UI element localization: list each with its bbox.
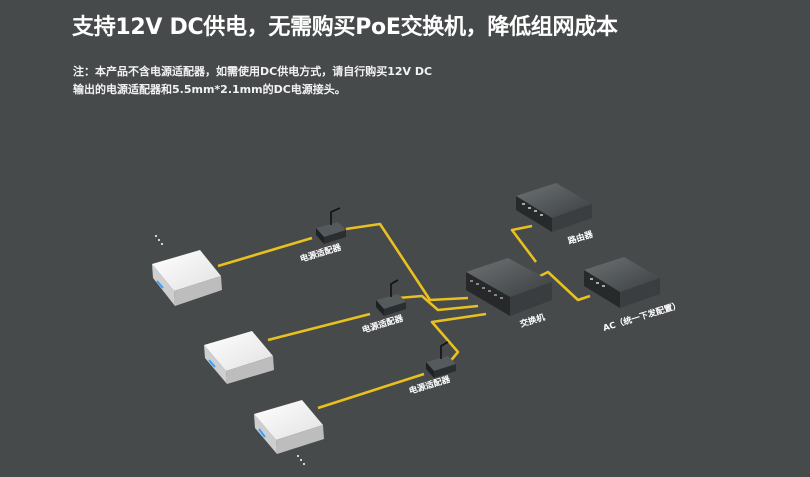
label-switch: 交换机 [519, 312, 547, 330]
ap-indicator-light [208, 359, 216, 368]
power-adapter-3 [426, 341, 456, 378]
label-ac: AC（统一下发配置） [602, 300, 683, 334]
access-point-3 [254, 400, 324, 465]
cable-switch-ac [539, 270, 591, 302]
power-adapter-2 [376, 279, 406, 316]
label-adapter-2: 电源适配器 [361, 313, 405, 336]
cables [217, 222, 591, 410]
switch-device [466, 258, 552, 316]
cable-switch-router [510, 224, 538, 263]
label-router: 路由器 [567, 229, 595, 247]
ac-controller-device [584, 257, 660, 308]
power-adapter-1 [316, 207, 346, 244]
cable-ap1-adapter1 [217, 236, 313, 268]
ap-indicator-light [156, 280, 164, 289]
note-line-2: 输出的电源适配器和5.5mm*2.1mm的DC电源接头。 [73, 83, 346, 96]
cable-adapter1-switch [345, 222, 469, 302]
cable-ap3-adapter3 [317, 372, 425, 410]
access-point-1 [152, 235, 222, 306]
note-text: 注：本产品不含电源适配器，如需使用DC供电方式，请自行购买12V DC 输出的电… [73, 63, 432, 99]
cable-adapter2-switch [397, 294, 479, 312]
router-device [516, 183, 592, 232]
cable-adapter3-switch [430, 312, 487, 365]
access-point-2 [204, 331, 274, 384]
label-adapter-1: 电源适配器 [299, 242, 343, 265]
page-title: 支持12V DC供电，无需购买PoE交换机，降低组网成本 [72, 15, 618, 40]
ap-indicator-light [258, 428, 266, 438]
note-line-1: 注：本产品不含电源适配器，如需使用DC供电方式，请自行购买12V DC [73, 65, 433, 78]
cable-ap2-adapter2 [267, 312, 371, 342]
